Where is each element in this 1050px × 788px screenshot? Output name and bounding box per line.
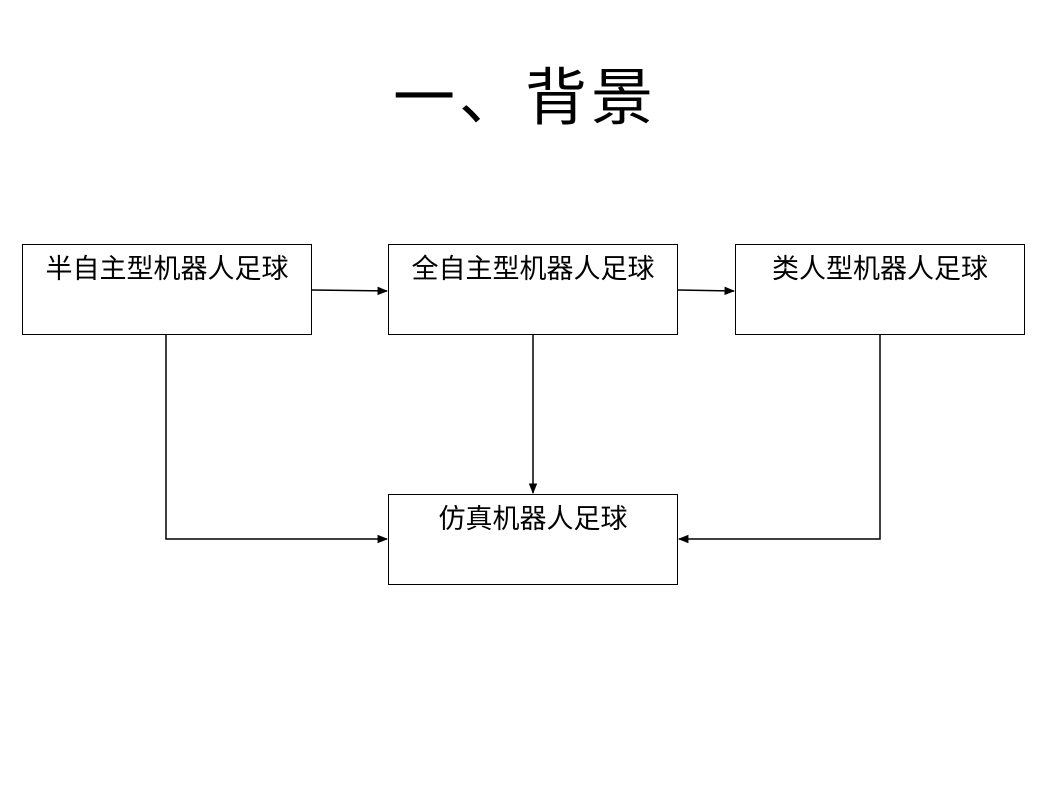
node-humanoid-robot-soccer: 类人型机器人足球 xyxy=(735,244,1025,335)
slide-title: 一、背景 xyxy=(392,61,657,134)
node-label: 仿真机器人足球 xyxy=(438,504,628,535)
arrow-semi-to-fully xyxy=(311,286,389,296)
node-fully-autonomous-robot-soccer: 全自主型机器人足球 xyxy=(388,244,678,335)
arrow-humanoid-to-simulation xyxy=(677,335,881,544)
node-label: 类人型机器人足球 xyxy=(772,254,988,285)
node-label: 全自主型机器人足球 xyxy=(411,254,655,285)
node-simulation-robot-soccer: 仿真机器人足球 xyxy=(388,494,678,585)
node-semi-autonomous-robot-soccer: 半自主型机器人足球 xyxy=(22,244,312,335)
arrow-semi-to-simulation xyxy=(165,335,389,544)
arrow-fully-to-humanoid xyxy=(677,286,736,296)
node-label: 半自主型机器人足球 xyxy=(45,254,289,285)
